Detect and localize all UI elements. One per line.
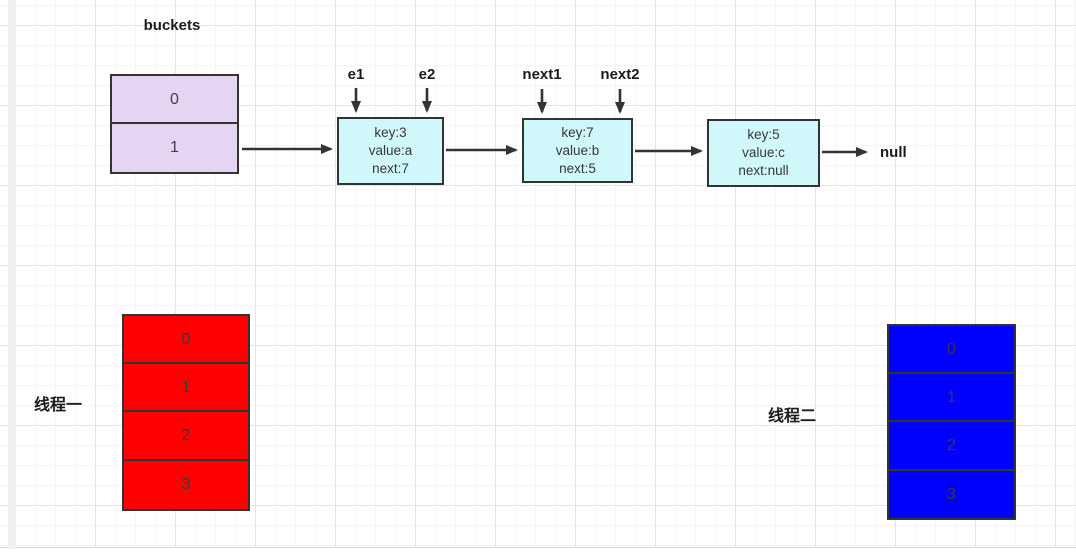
node-key7-line1: key:7: [561, 124, 594, 140]
node-key7-line3: next:5: [559, 160, 596, 176]
node-key3-line3: next:7: [372, 161, 409, 176]
thread2-cell-1[interactable]: 1: [889, 374, 1014, 423]
thread1-cell-1[interactable]: 1: [124, 364, 248, 413]
node-key5[interactable]: key:5 value:c next:null: [707, 119, 820, 187]
thread2-cell-3[interactable]: 3: [947, 485, 956, 503]
node-key5-line2: value:c: [742, 145, 785, 160]
node-key7[interactable]: key:7 value:b next:5: [522, 118, 633, 183]
bucket-cell-1[interactable]: 1: [170, 139, 179, 156]
e2-label[interactable]: e2: [418, 66, 436, 83]
buckets-label[interactable]: buckets: [143, 17, 201, 34]
thread2-cell-2[interactable]: 2: [889, 422, 1014, 471]
bucket-cell-0[interactable]: 0: [112, 76, 237, 124]
node-key5-line1: key:5: [747, 127, 780, 142]
node-key7-line2: value:b: [555, 142, 600, 158]
node-key3-line2: value:a: [368, 143, 413, 158]
thread1-array[interactable]: 0 1 2 3: [122, 314, 250, 511]
node-key3[interactable]: key:3 value:a next:7: [337, 117, 444, 185]
thread2-label[interactable]: 线程二: [767, 408, 816, 425]
thread1-cell-0[interactable]: 0: [124, 316, 248, 365]
node-key3-line1: key:3: [374, 125, 407, 140]
buckets-array[interactable]: 0 1: [110, 74, 239, 174]
thread1-label[interactable]: 线程一: [33, 397, 82, 414]
next2-label[interactable]: next2: [600, 66, 640, 83]
thread2-array[interactable]: 0 1 2 3: [887, 324, 1016, 520]
canvas-left-gutter: [8, 0, 16, 549]
thread1-cell-3[interactable]: 3: [181, 475, 191, 493]
node-key5-line3: next:null: [738, 163, 789, 178]
next1-label[interactable]: next1: [522, 66, 562, 83]
e1-label[interactable]: e1: [347, 66, 365, 83]
thread2-cell-0[interactable]: 0: [889, 326, 1014, 375]
thread1-cell-2[interactable]: 2: [124, 412, 248, 461]
null-label[interactable]: null: [880, 144, 907, 161]
